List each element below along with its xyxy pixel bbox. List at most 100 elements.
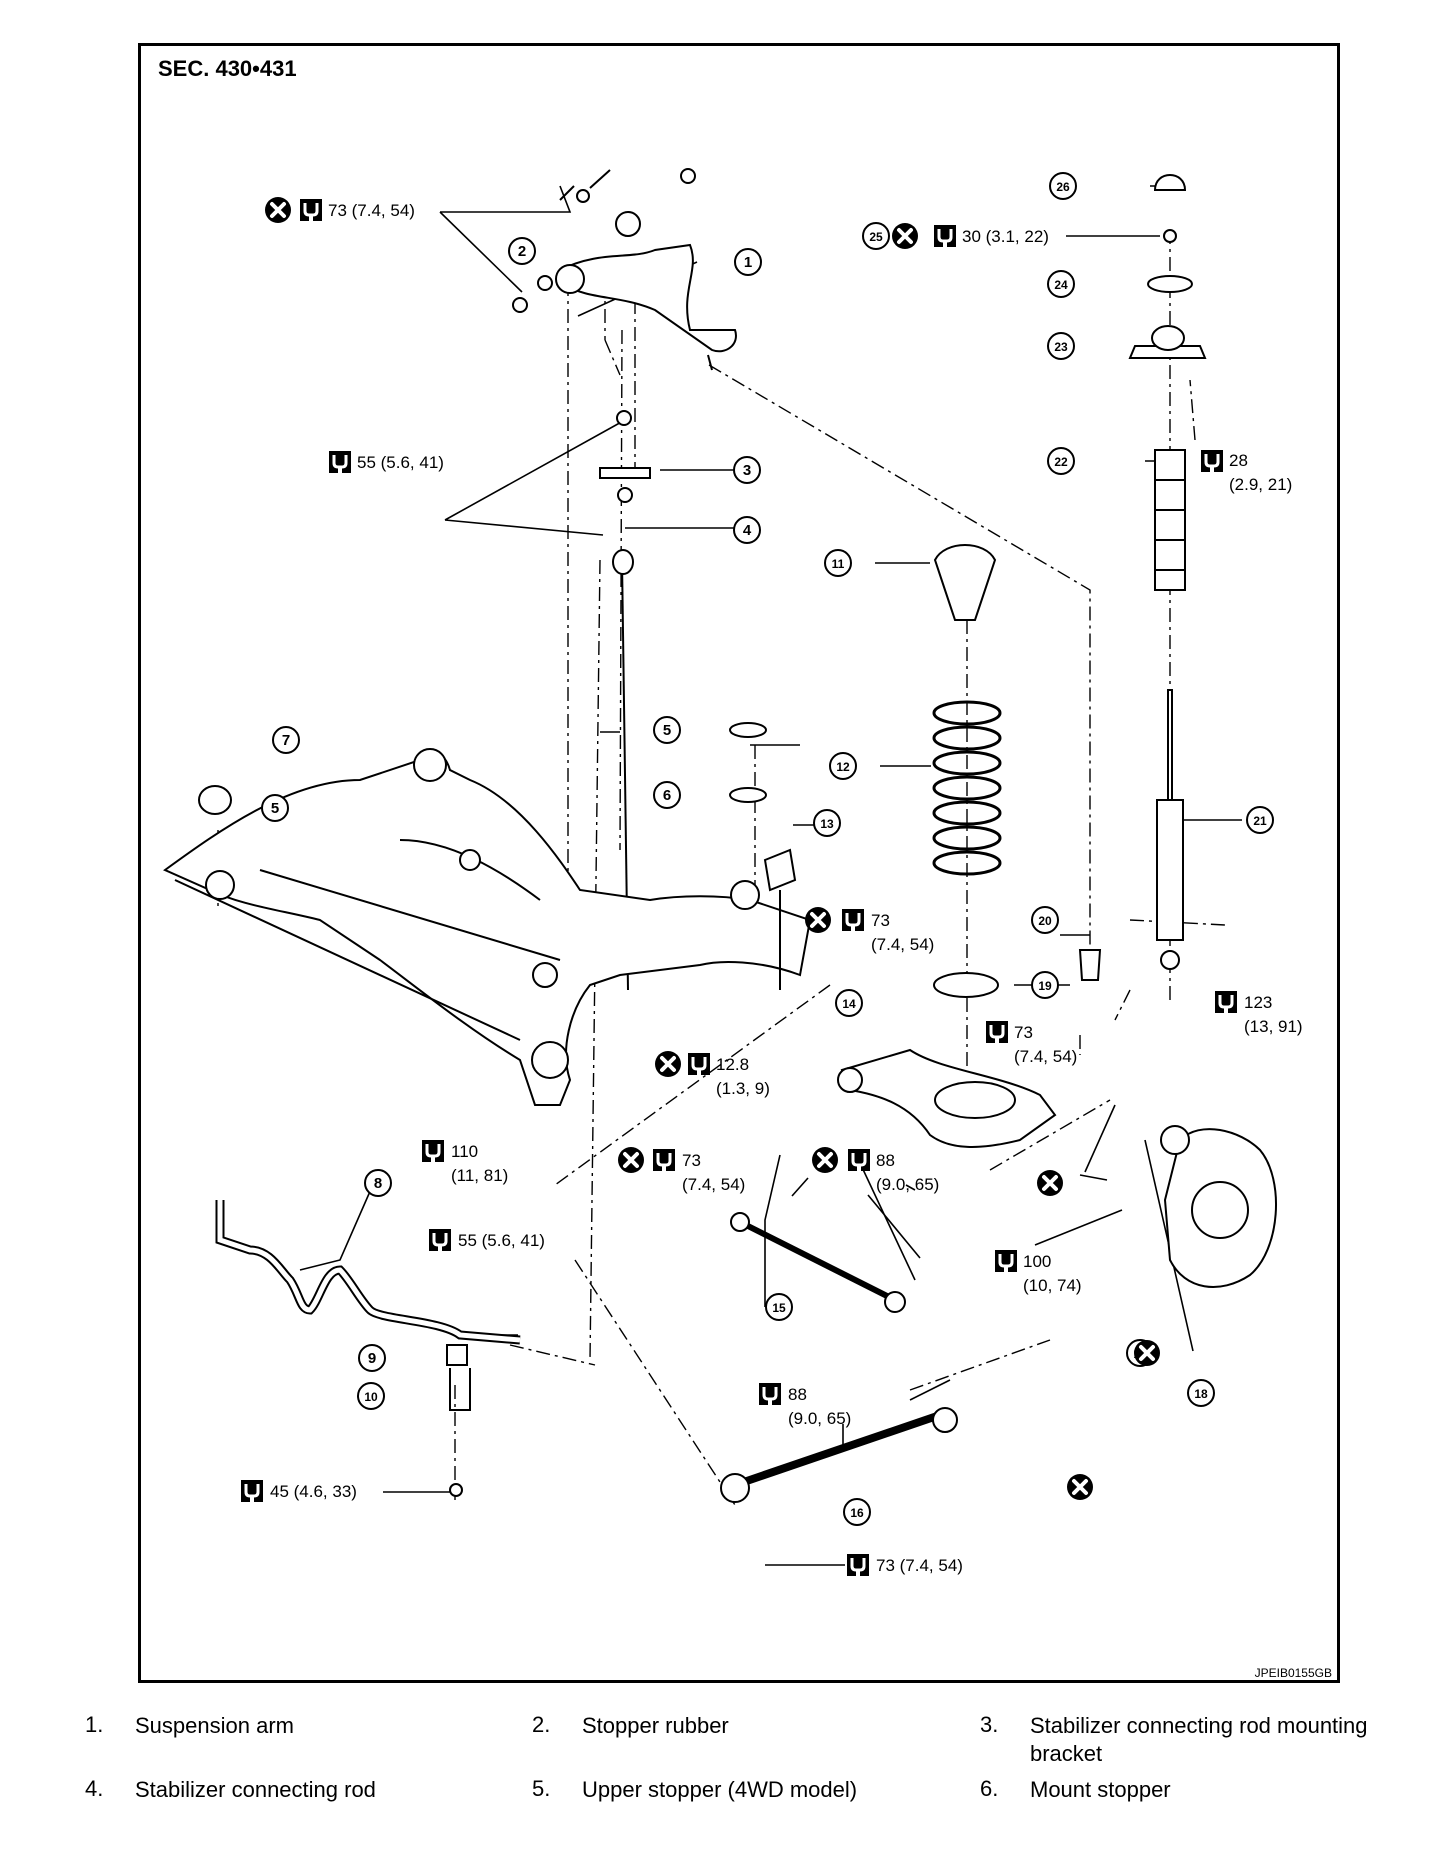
dust-cover-part — [1154, 449, 1186, 591]
legend-number: 2. — [532, 1712, 551, 1737]
torque-label: (7.4, 54) — [682, 1175, 745, 1194]
torque-label: 73 — [871, 911, 890, 930]
callout-label: 3 — [743, 462, 751, 479]
callout-label: 21 — [1253, 814, 1267, 828]
callout-label: 10 — [364, 1390, 378, 1404]
torque-label: 12.8 — [716, 1055, 749, 1074]
section-title: SEC. 430•431 — [158, 56, 297, 81]
callout-16: 16 — [843, 1498, 871, 1526]
callout-21: 21 — [1246, 806, 1274, 834]
torque-label: 73 (7.4, 54) — [328, 201, 415, 220]
suspension-arm-bushing-right — [615, 211, 641, 237]
nut-part — [1163, 229, 1177, 243]
radius-rod-part — [733, 1411, 942, 1489]
torque-label: 123 — [1244, 993, 1272, 1012]
legend-text: Mount stopper — [1030, 1777, 1171, 1802]
torque-label: 100 — [1023, 1252, 1051, 1271]
callout-3: 3 — [733, 456, 761, 484]
legend-number: 1. — [85, 1712, 104, 1737]
upper-link-part — [738, 1219, 897, 1303]
suspension-arm-part — [558, 243, 737, 353]
callout-23: 23 — [1047, 332, 1075, 360]
torque-label: 30 (3.1, 22) — [962, 227, 1049, 246]
callout-1: 1 — [734, 248, 762, 276]
callout-label: 24 — [1054, 278, 1068, 292]
callout-18: 18 — [1187, 1379, 1215, 1407]
callout-2: 2 — [508, 237, 536, 265]
torque-label: 88 — [788, 1385, 807, 1404]
legend-text: Suspension arm — [135, 1713, 294, 1738]
bound-bumper-part — [933, 544, 997, 621]
callout-25: 25 — [862, 222, 890, 250]
callout-label: 20 — [1038, 914, 1052, 928]
torque-label: (7.4, 54) — [1014, 1047, 1077, 1066]
cap-part — [1153, 174, 1187, 191]
callout-12: 12 — [829, 752, 857, 780]
figure-code: JPEIB0155GB — [1254, 1666, 1332, 1680]
callout-label: 4 — [743, 522, 752, 539]
callout-label: 1 — [744, 254, 752, 271]
callout-8: 8 — [364, 1169, 392, 1197]
callout-label: 15 — [772, 1301, 786, 1315]
callout-11: 11 — [824, 549, 852, 577]
legend-number: 6. — [980, 1776, 999, 1801]
suspension-arm-bushing-left — [555, 264, 585, 294]
legend-text: Stabilizer connecting rod — [135, 1777, 376, 1802]
callout-label: 9 — [368, 1350, 376, 1367]
callout-15: 15 — [765, 1293, 793, 1321]
coil-spring-part — [932, 700, 1002, 876]
height-sensor-part — [763, 848, 797, 892]
callout-label: 16 — [850, 1506, 864, 1520]
callout-24: 24 — [1047, 270, 1075, 298]
callout-label: 13 — [820, 817, 834, 831]
callout-label: 2 — [518, 243, 526, 260]
torque-label: (2.9, 21) — [1229, 475, 1292, 494]
callout-10: 10 — [357, 1382, 385, 1410]
torque-label: 55 (5.6, 41) — [458, 1231, 545, 1250]
legend-number: 5. — [532, 1776, 551, 1801]
callout-label: 18 — [1194, 1387, 1208, 1401]
torque-label: (1.3, 9) — [716, 1079, 770, 1098]
callout-label: 19 — [1038, 979, 1052, 993]
torque-label: (9.0, 65) — [876, 1175, 939, 1194]
callout-label: 11 — [832, 557, 845, 571]
torque-label: (10, 74) — [1023, 1276, 1082, 1295]
stopper-rubber-part — [537, 275, 553, 291]
callout-label: 22 — [1054, 455, 1068, 469]
torque-label: 110 — [451, 1142, 478, 1161]
callout-14: 14 — [835, 989, 863, 1017]
mount-stopper-part — [729, 787, 767, 803]
callout-20: 20 — [1031, 906, 1059, 934]
callout-5: 5 — [653, 716, 681, 744]
torque-label: 73 — [1014, 1023, 1033, 1042]
callout-4: 4 — [733, 516, 761, 544]
callout-label: 6 — [663, 787, 671, 804]
callout-22: 22 — [1047, 447, 1075, 475]
callout-label: 23 — [1054, 340, 1068, 354]
callout-label: 12 — [836, 760, 850, 774]
torque-label: 28 — [1229, 451, 1248, 470]
torque-label: 55 (5.6, 41) — [357, 453, 444, 472]
callout-label: 7 — [282, 732, 290, 749]
shock-rod-part — [1167, 689, 1173, 801]
callout-6: 6 — [653, 781, 681, 809]
connecting-rod-bracket-part — [599, 467, 651, 479]
shock-absorber-part — [1156, 799, 1184, 941]
bumper-part — [1078, 949, 1102, 981]
callout-label: 5 — [663, 722, 671, 739]
legend-text: Stopper rubber — [582, 1713, 729, 1738]
torque-label: (9.0, 65) — [788, 1409, 851, 1428]
legend-number: 4. — [85, 1776, 104, 1801]
callout-13: 13 — [813, 809, 841, 837]
callout-19: 19 — [1031, 971, 1059, 999]
callout-9: 9 — [358, 1344, 386, 1372]
stabilizer-bushing-part — [446, 1344, 468, 1366]
torque-labels: 73 (7.4, 54) 55 (5.6, 41) 30 (3.1, 22) 2… — [270, 201, 1303, 1575]
callout-label: 25 — [869, 230, 883, 244]
torque-label: 45 (4.6, 33) — [270, 1482, 357, 1501]
stabilizer-clamp-part — [449, 1368, 471, 1411]
callout-7: 7 — [272, 726, 300, 754]
callout-label: 14 — [842, 997, 856, 1011]
legend-text: Upper stopper (4WD model) — [582, 1777, 858, 1802]
